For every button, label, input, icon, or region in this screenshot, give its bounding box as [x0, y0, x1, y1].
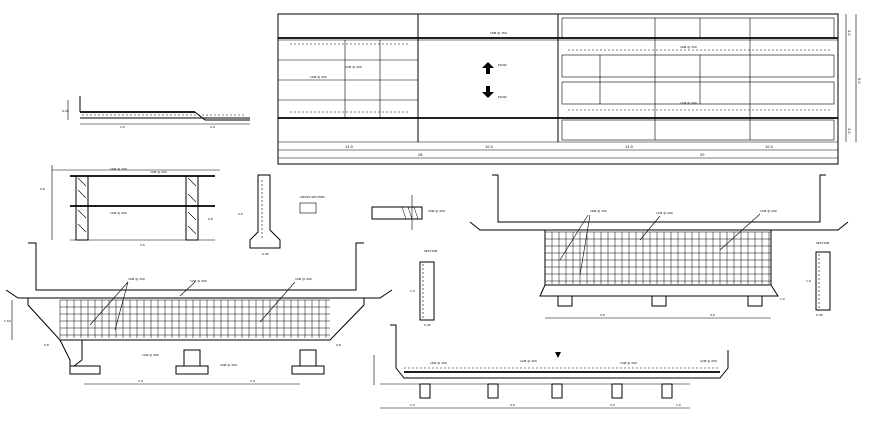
plan-dim-right-3: 3.0 — [847, 128, 851, 134]
girder-left-bar-5: 16Ø @ 150 — [220, 362, 237, 367]
girder-section-left: 0.8 2.4 2.4 0.8 1.50 16Ø @ 150 12Ø @ 200… — [4, 242, 393, 385]
plan-dim-1: 13.0 — [345, 145, 353, 149]
girder-right-mesh — [544, 231, 771, 284]
plan-view: FLOW FLOW 16Ø @ 150 12Ø @ 200 10Ø @ 200 … — [277, 13, 861, 165]
plan-bar-label-2: 12Ø @ 200 — [345, 64, 362, 69]
girder-left-dim-1: 0.8 — [44, 343, 49, 347]
girder-right-bar-3: 10Ø @ 200 — [760, 208, 777, 213]
plan-dim-right-1: 3.0 — [847, 30, 851, 36]
wall-title: CROSS SECTION — [300, 195, 325, 199]
girder-left-dim-4: 0.8 — [336, 343, 341, 347]
girder-right-dim-1: 3.0 — [600, 313, 605, 317]
plan-bar-label-4: 16Ø @ 150 — [680, 44, 697, 49]
pier-section-left: SECTION 1.0 0.45 — [410, 249, 437, 327]
abutment-dim-2: 2.5 — [140, 243, 145, 247]
plan-dim-total-2: 20 — [700, 153, 704, 157]
detail-small: 16Ø @ 150 — [371, 195, 445, 230]
pier-left-dim-2: 0.45 — [424, 323, 431, 327]
long-bar-1: 16Ø @ 150 — [430, 360, 447, 365]
girder-left-dim-5: 1.50 — [4, 319, 11, 323]
plan-dim-2: 10.0 — [485, 145, 493, 149]
abutment-section: 16Ø @ 150 12Ø @ 200 10Ø @ 200 0.6 2.5 0.… — [40, 165, 220, 247]
girder-right-bar-1: 16Ø @ 150 — [590, 208, 607, 213]
flow-label-bottom: FLOW — [498, 95, 507, 99]
girder-left-dim-3: 2.4 — [250, 379, 255, 383]
pier-right-title: SECTION — [816, 241, 829, 245]
pier-right-dim-2: 0.45 — [816, 313, 823, 317]
abutment-bar-3: 10Ø @ 200 — [110, 210, 127, 215]
plan-bar-label-3: 10Ø @ 200 — [310, 74, 327, 79]
plan-bar-label-1: 16Ø @ 150 — [490, 30, 507, 35]
pier-left-title: SECTION — [424, 249, 437, 253]
wall-section: CROSS SECTION 0.45 2.0 — [238, 174, 325, 256]
deck-dim-2: 2.0 — [210, 125, 215, 129]
plan-dim-3: 13.0 — [625, 145, 633, 149]
pier-section-right: SECTION 1.0 0.45 — [806, 241, 831, 317]
long-dim-2: 3.0 — [510, 403, 515, 407]
pier-left-dim-1: 1.0 — [410, 289, 415, 293]
plan-dim-right-2: 6.0 — [857, 78, 861, 84]
girder-left-mesh — [59, 299, 330, 338]
girder-left-bar-4: 12Ø @ 200 — [142, 352, 159, 357]
girder-left-dim-2: 2.4 — [138, 379, 143, 383]
long-dim-1: 1.2 — [410, 403, 415, 407]
long-bar-2: 12Ø @ 200 — [520, 358, 537, 363]
abutment-bar-1: 16Ø @ 150 — [110, 166, 127, 171]
deck-dim-3: 0.20 — [62, 109, 69, 113]
long-dim-3: 3.0 — [610, 403, 615, 407]
plan-bar-label-5: 12Ø @ 200 — [680, 100, 697, 105]
long-bar-3: 10Ø @ 200 — [620, 360, 637, 365]
long-dim-4: 1.2 — [676, 403, 681, 407]
deck-section: 1.5 2.0 0.20 — [62, 96, 250, 129]
pier-right-dim-1: 1.0 — [806, 279, 811, 283]
girder-right-dim-2: 3.0 — [710, 313, 715, 317]
detail-bar: 16Ø @ 150 — [428, 208, 445, 213]
wall-dim-2: 2.0 — [238, 212, 243, 216]
abutment-bar-2: 12Ø @ 200 — [150, 169, 167, 174]
girder-section-right: 3.0 3.0 1.0 16Ø @ 150 12Ø @ 200 10Ø @ 20… — [469, 174, 849, 319]
girder-right-bar-2: 12Ø @ 200 — [656, 210, 673, 215]
girder-left-bar-1: 16Ø @ 150 — [128, 276, 145, 281]
deck-dim-1: 1.5 — [120, 125, 125, 129]
plan-dim-4: 10.0 — [765, 145, 773, 149]
long-bar-4: 12Ø @ 200 — [700, 358, 717, 363]
flow-label-top: FLOW — [498, 63, 507, 67]
abutment-dim-3: 0.6 — [208, 217, 213, 221]
girder-right-dim-3: 1.0 — [780, 297, 785, 301]
abutment-dim-1: 0.6 — [40, 187, 45, 191]
girder-left-bar-3: 10Ø @ 200 — [295, 276, 312, 281]
wall-dim-1: 0.45 — [262, 252, 269, 256]
girder-left-bar-2: 12Ø @ 200 — [190, 278, 207, 283]
long-section: 1.2 3.0 3.0 1.2 16Ø @ 150 12Ø @ 200 10Ø … — [373, 324, 729, 409]
plan-dim-total-1: 26 — [418, 153, 422, 157]
